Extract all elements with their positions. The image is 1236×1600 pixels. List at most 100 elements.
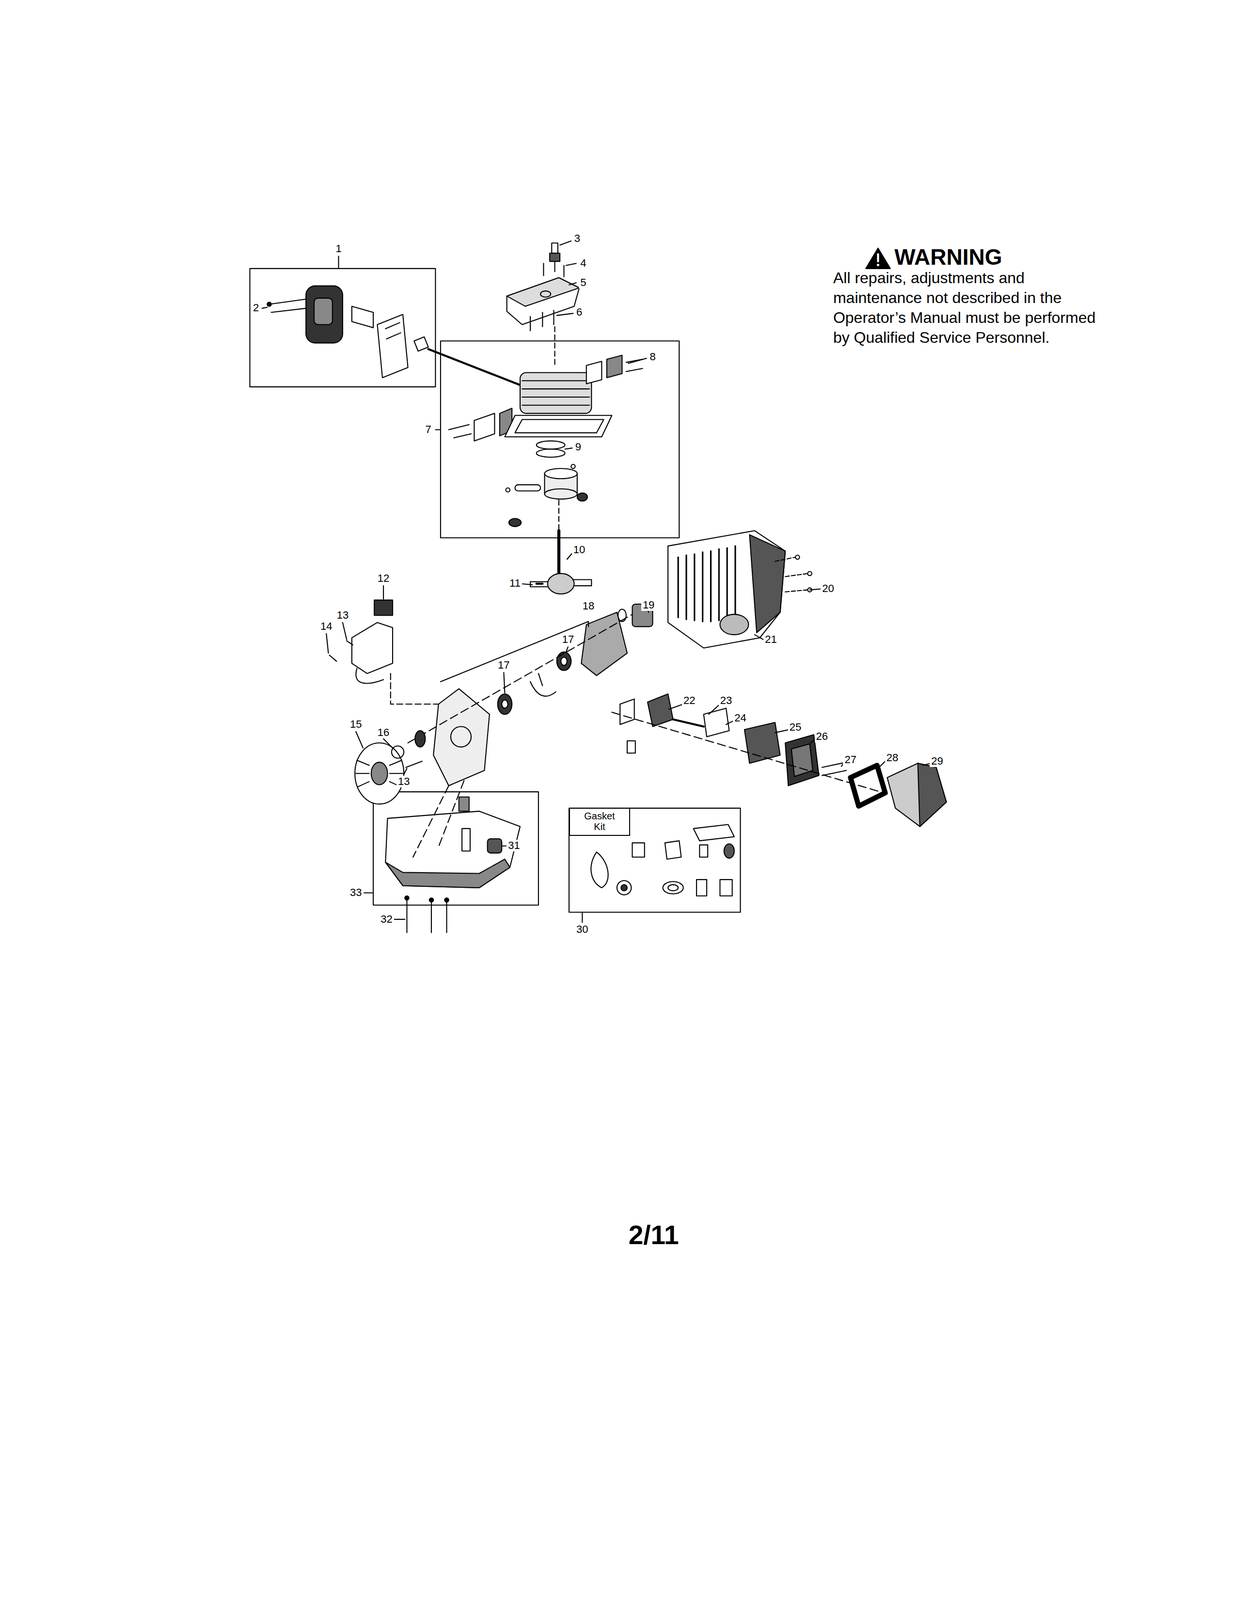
ignition-module [346,640,353,645]
flywheel [414,730,426,747]
spark-plug [543,242,564,277]
callout-number: 23 [718,694,734,707]
gasket-kit-parts [632,842,645,857]
callout-number: 6 [574,306,584,318]
ignition-module [329,654,337,662]
gasket-kit-parts [663,881,684,894]
callout-number: 26 [814,730,830,743]
callout-number: 15 [348,718,364,730]
fuel-tank [459,796,470,811]
group-frame [249,268,741,913]
piston [577,492,588,502]
callout-number: 4 [578,257,588,270]
callout-number: 7 [424,423,433,436]
fuel-tank [385,780,521,933]
crankcase [560,656,568,666]
cylinder-cover [507,277,580,368]
callout-number: 29 [929,755,945,767]
fan-housing [734,545,736,617]
spark-plug [542,263,544,276]
cylinder [515,419,604,433]
fuel-tank [438,780,465,847]
leader-line [435,428,441,430]
box-label: Gasket Kit [580,810,619,832]
callout-number: 30 [574,923,590,935]
carburetor [611,693,947,827]
cylinder [520,372,592,413]
group-frame [249,268,436,387]
callout-number: 33 [348,886,364,899]
spark-plug [554,261,556,272]
callout-number: 10 [571,543,587,556]
piston [536,448,566,458]
callout-number: 31 [506,839,522,852]
muffler [267,285,523,386]
callout-number: 3 [572,232,582,245]
fuel-tank [429,897,434,902]
spark-plug [563,265,565,277]
ignition-module [351,622,393,674]
cylinder-cover [541,312,543,327]
crankcase [556,651,571,671]
flywheel [357,781,369,787]
carburetor [619,698,634,725]
fan-housing [795,554,800,559]
fan-housing [718,548,720,620]
leader-line [355,731,364,748]
piston [544,468,578,479]
muffler [351,306,374,328]
fuel-tank [404,895,409,900]
cylinder-cover [553,310,555,325]
group-frame [569,808,741,913]
fan-housing [667,530,812,649]
leader-line [262,307,268,309]
crankshaft [536,582,543,585]
cylinder [522,396,590,398]
callout-number: 2 [251,301,261,314]
cylinder [448,355,643,442]
spark-plug [549,253,560,262]
crankcase [497,693,512,714]
group-frame [373,791,539,905]
muffler [428,348,523,386]
crankshaft [530,530,592,594]
muffler [267,301,271,306]
gasket-kit-parts [696,879,707,896]
gasket-kit-parts [719,879,732,896]
piston [570,464,575,469]
page-number: 2/11 [628,1221,680,1249]
cylinder [474,413,495,442]
cylinder [522,404,590,406]
carburetor [703,708,730,737]
muffler [385,322,400,329]
leader-line [754,634,764,640]
carburetor [850,764,886,806]
callout-number: 28 [885,751,900,764]
gasket-kit-parts [667,884,679,891]
cylinder-cover [554,326,556,368]
fuel-tank [385,858,510,888]
carburetor [744,722,781,763]
carburetor [791,743,813,777]
leader-line [628,358,647,364]
leader-line [363,891,374,893]
cylinder [626,368,643,372]
flywheel [354,742,404,804]
muffler [386,332,401,339]
fuel-tank [406,897,408,933]
leader-line [566,263,577,266]
flywheel [389,760,402,766]
crankcase [408,614,633,743]
fan-housing [807,571,812,576]
label-box: Gasket Kit [569,807,631,836]
fan-housing [785,573,808,577]
cylinder [586,361,603,384]
carburetor [822,770,847,776]
leader-line [565,447,573,449]
piston [515,484,541,492]
crankshaft [557,530,561,574]
fuel-tank [444,897,449,902]
leader-line [569,282,577,285]
crankcase [530,681,556,697]
